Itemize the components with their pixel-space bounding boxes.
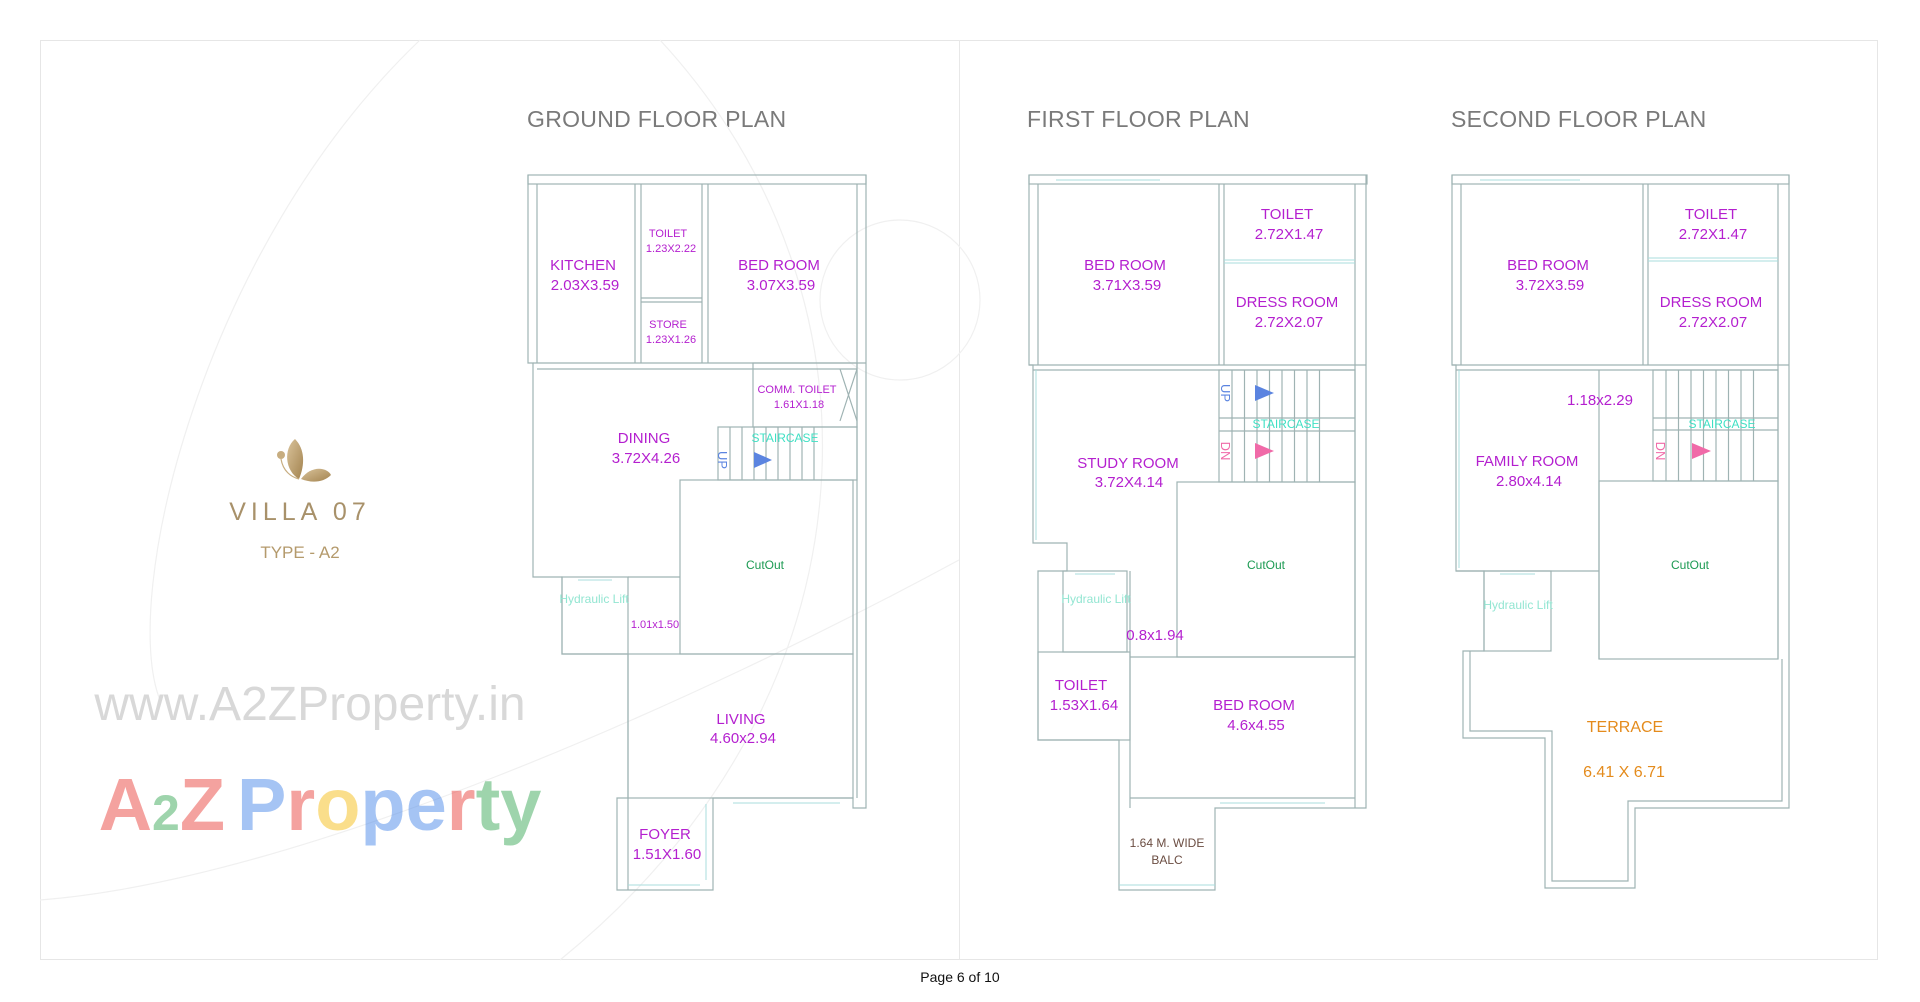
bedroom-size: 3.72X3.59 [1516,277,1584,294]
bedroom-label: BED ROOM [1507,257,1589,274]
staircase-label: STAIRCASE [751,431,818,445]
terrace-label: TERRACE [1587,719,1663,736]
family-room-label: FAMILY ROOM [1476,453,1579,470]
up-arrow-icon [1255,385,1274,401]
cutout-label: CutOut [746,558,785,572]
passage-size: 1.18x2.29 [1567,392,1633,409]
toilet2-size: 1.53X1.64 [1050,697,1118,714]
comm-toilet-label: COMM. TOILET [757,384,836,396]
dining-size: 3.72X4.26 [612,450,680,467]
ground-floor-plan: KITCHEN 2.03X3.59 TOILET 1.23X2.22 STORE… [527,174,867,891]
first-floor-plan: BED ROOM 3.71X3.59 TOILET 2.72X1.47 DRES… [1028,174,1368,891]
dn-label: DN [1653,442,1668,461]
toilet2-label: TOILET [1055,677,1107,694]
first-stair-treads [1231,370,1321,482]
kitchen-size: 2.03X3.59 [551,277,619,294]
toilet-size: 1.23X2.22 [646,243,696,255]
toilet-size: 2.72X1.47 [1255,226,1323,243]
second-floor-plan: BED ROOM 3.72X3.59 TOILET 2.72X1.47 DRES… [1451,174,1790,889]
page-number: Page 6 of 10 [920,969,1000,985]
bedroom-label: BED ROOM [738,257,820,274]
toilet-label: TOILET [1261,206,1313,223]
up-label: UP [715,451,730,469]
villa-logo: VILLA 07 TYPE - A2 [220,435,380,563]
toilet-size: 2.72X1.47 [1679,226,1747,243]
dress-room-size: 2.72X2.07 [1255,314,1323,331]
study-room-label: STUDY ROOM [1077,455,1178,472]
terrace-size: 6.41 X 6.71 [1583,764,1665,781]
dn-label: DN [1218,442,1233,461]
background-decoration [39,39,981,961]
up-label: UP [1218,384,1233,402]
bedroom2-label: BED ROOM [1213,697,1295,714]
dress-room-label: DRESS ROOM [1236,294,1339,311]
kitchen-label: KITCHEN [550,257,616,274]
down-arrow-icon [1255,443,1274,459]
toilet-label: TOILET [649,228,688,240]
second-stair-treads [1665,370,1755,481]
store-size: 1.23X1.26 [646,334,696,346]
passage-size: 0.8x1.94 [1126,627,1184,644]
ground-stair-treads [729,427,815,480]
first-floor-title: FIRST FLOOR PLAN [1027,106,1250,132]
butterfly-leaf-icon [277,439,331,482]
foyer-label: FOYER [639,826,691,843]
cutout-label: CutOut [1247,558,1286,572]
hydraulic-lift-label: Hydraulic Lift [559,592,629,606]
hydraulic-lift-label: Hydraulic Lift [1483,598,1553,612]
watermark-url: www.A2ZProperty.in [93,678,525,731]
up-arrow-icon [754,452,772,468]
dress-room-size: 2.72X2.07 [1679,314,1747,331]
living-label: LIVING [716,711,765,728]
toilet-label: TOILET [1685,206,1737,223]
villa-type: TYPE - A2 [260,543,340,562]
staircase-label: STAIRCASE [1252,417,1319,431]
living-size: 4.60x2.94 [710,730,776,747]
dining-label: DINING [618,430,671,447]
study-room-size: 3.72X4.14 [1095,474,1163,491]
bedroom2-size: 4.6x4.55 [1227,717,1285,734]
balcony-label: 1.64 M. WIDE [1130,836,1205,850]
ground-floor-title: GROUND FLOOR PLAN [527,106,787,132]
passage-size: 1.01x1.50 [631,619,679,631]
villa-name: VILLA 07 [229,498,371,526]
foyer-size: 1.51X1.60 [633,846,701,863]
staircase-label: STAIRCASE [1688,417,1755,431]
bedroom-size: 3.07X3.59 [747,277,815,294]
dress-room-label: DRESS ROOM [1660,294,1763,311]
bedroom-label: BED ROOM [1084,257,1166,274]
cutout-label: CutOut [1671,558,1710,572]
comm-toilet-size: 1.61X1.18 [774,399,824,411]
family-room-size: 2.80x4.14 [1496,473,1562,490]
store-label: STORE [649,319,687,331]
bedroom-size: 3.71X3.59 [1093,277,1161,294]
balcony-label-2: BALC [1151,853,1183,867]
hydraulic-lift-label: Hydraulic Lift [1061,592,1131,606]
page-divider [959,40,960,960]
second-floor-title: SECOND FLOOR PLAN [1451,106,1707,132]
down-arrow-icon [1692,443,1711,459]
